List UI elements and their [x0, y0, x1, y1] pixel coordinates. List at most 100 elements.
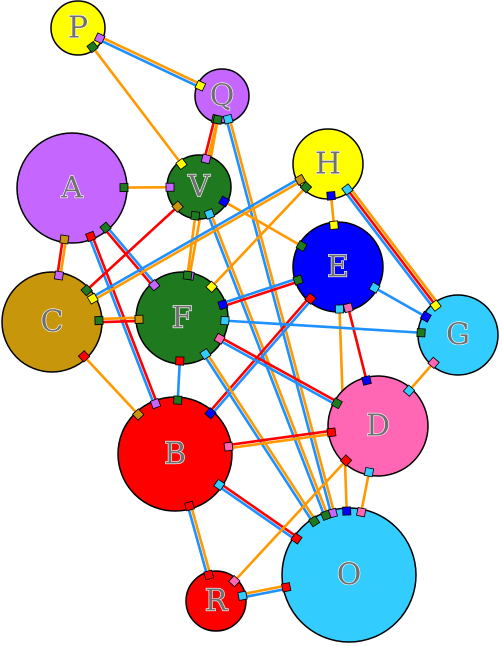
node-label-H: H — [315, 147, 341, 182]
node-B[interactable]: B — [117, 395, 234, 512]
port-marker-E-O — [334, 304, 345, 314]
port-marker-Q-O — [222, 113, 234, 125]
port-marker-E-G — [368, 281, 381, 294]
port-marker-F-C — [134, 314, 144, 324]
node-label-D: D — [366, 409, 390, 444]
port-marker-E-D — [342, 302, 354, 314]
port-marker-D-F — [330, 397, 343, 410]
port-marker-H-F — [299, 181, 313, 194]
port-marker-O-R — [281, 582, 292, 593]
port-marker-B-R — [184, 500, 195, 512]
edge-V-O-strand-0 — [199, 185, 352, 575]
port-marker-C-B — [77, 350, 91, 363]
port-marker-D-G — [402, 384, 416, 397]
port-marker-B-A — [149, 397, 162, 410]
port-marker-V-A — [165, 182, 175, 192]
node-label-C: C — [41, 305, 64, 340]
port-marker-B-E — [204, 407, 217, 420]
edge-Q-O — [219, 95, 352, 576]
edge-H-C — [50, 161, 330, 325]
node-label-G: G — [446, 318, 470, 353]
node-circle-Q[interactable] — [194, 68, 250, 124]
node-label-V: V — [187, 170, 211, 205]
edge-V-O-strand-1 — [196, 187, 349, 577]
node-label-B: B — [164, 437, 186, 472]
port-marker-A-B — [85, 230, 97, 243]
node-E[interactable]: E — [292, 220, 384, 314]
edge-Q-O-strand-1 — [219, 96, 349, 576]
port-marker-B-D — [223, 441, 234, 452]
port-marker-F-H — [205, 280, 218, 294]
port-marker-C-V — [80, 283, 93, 297]
port-marker-H-C — [294, 173, 307, 186]
port-marker-G-F — [416, 328, 426, 338]
node-P[interactable]: P — [50, 0, 106, 56]
port-marker-F-B — [175, 356, 185, 366]
node-O[interactable]: O — [281, 506, 417, 643]
port-marker-F-A — [148, 278, 161, 292]
port-marker-B-C — [131, 408, 145, 421]
port-marker-B-F — [173, 395, 183, 405]
node-label-F: F — [172, 301, 193, 336]
node-circle-P[interactable] — [50, 0, 106, 56]
port-marker-D-E — [361, 375, 372, 386]
port-marker-V-C — [171, 200, 184, 213]
port-marker-E-B — [304, 292, 317, 305]
port-marker-O-F — [308, 515, 321, 528]
port-marker-F-O — [199, 347, 212, 361]
port-marker-E-H — [329, 220, 339, 231]
port-marker-Q-P — [194, 79, 207, 92]
port-marker-A-V — [119, 183, 129, 193]
port-marker-F-G — [220, 315, 230, 326]
port-marker-O-B — [290, 532, 303, 545]
port-marker-V-P — [175, 157, 188, 171]
node-circle-D[interactable] — [327, 375, 429, 477]
edge-H-C-strand-1 — [50, 161, 328, 322]
port-marker-P-Q — [93, 32, 106, 45]
node-D[interactable]: D — [326, 375, 429, 478]
port-marker-F-D — [213, 332, 226, 345]
node-C[interactable]: C — [1, 270, 104, 373]
port-marker-O-D — [356, 507, 367, 518]
port-marker-V-O — [203, 208, 216, 220]
port-marker-V-F — [190, 210, 201, 221]
node-H[interactable]: H — [292, 128, 364, 201]
port-marker-C-F — [94, 316, 104, 326]
node-label-O: O — [337, 558, 362, 593]
port-marker-F-V — [182, 270, 193, 281]
node-G[interactable]: G — [416, 294, 499, 376]
port-marker-V-E — [218, 195, 231, 208]
edges-layer — [49, 25, 462, 604]
node-label-Q: Q — [210, 79, 235, 114]
port-marker-A-C — [59, 234, 70, 245]
node-label-A: A — [60, 171, 83, 206]
port-marker-P-V — [86, 40, 99, 54]
port-marker-C-A — [53, 270, 64, 281]
port-marker-R-D — [228, 574, 241, 588]
port-marker-H-G — [341, 183, 354, 196]
port-marker-B-O — [213, 478, 226, 491]
node-circle-R[interactable] — [185, 570, 247, 632]
port-marker-H-E — [326, 191, 336, 201]
node-A[interactable]: A — [16, 132, 129, 245]
node-label-P: P — [68, 11, 88, 46]
port-marker-A-F — [99, 221, 112, 234]
port-marker-R-O — [237, 590, 248, 601]
port-marker-D-O — [363, 466, 375, 478]
edge-Q-O-strand-0 — [222, 95, 352, 575]
node-V[interactable]: V — [165, 153, 232, 221]
node-label-R: R — [205, 584, 229, 619]
port-marker-G-D — [427, 356, 440, 369]
node-Q[interactable]: Q — [194, 68, 250, 125]
edge-V-O — [196, 185, 352, 577]
port-marker-E-V — [295, 240, 308, 253]
port-marker-G-H — [429, 299, 442, 312]
port-marker-O-V — [320, 509, 332, 521]
port-marker-O-E — [342, 506, 352, 516]
node-F[interactable]: F — [134, 270, 230, 366]
node-label-E: E — [327, 250, 349, 285]
node-R[interactable]: R — [185, 569, 248, 632]
port-marker-R-B — [203, 569, 215, 581]
